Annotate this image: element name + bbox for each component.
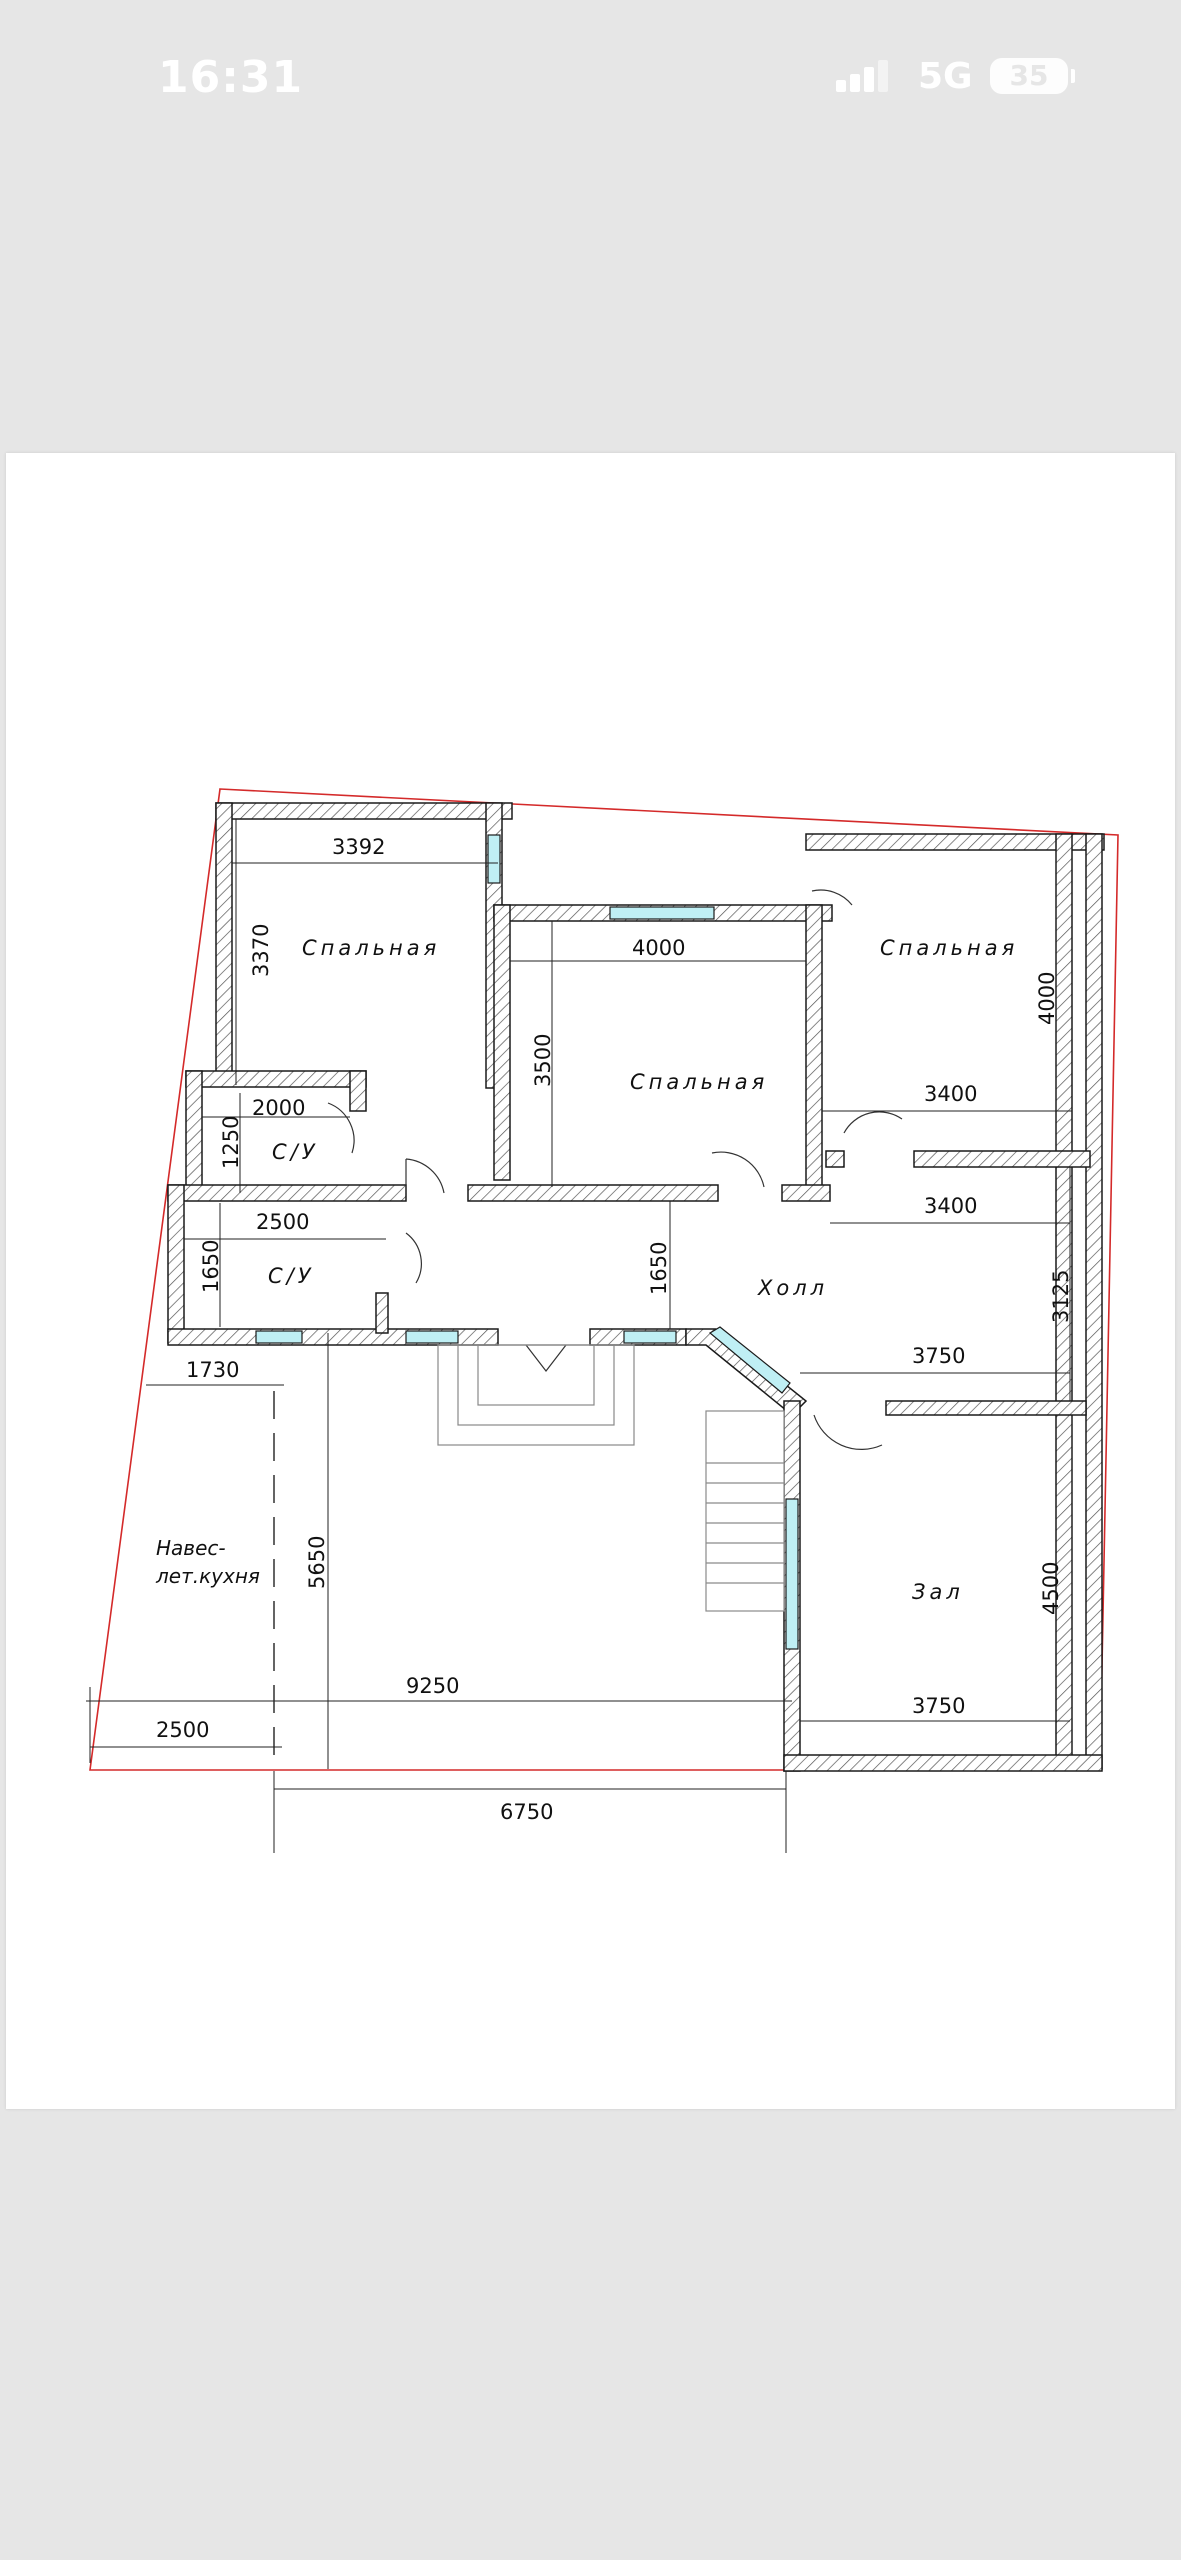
room-label-living-room: Зал: [912, 1580, 964, 1604]
dim-bathroom-bottom-depth: 1650: [199, 1240, 223, 1293]
dim-hall-depth: 3125: [1049, 1270, 1073, 1323]
status-time: 16:31: [158, 52, 304, 103]
canopy-label-line1: Навес-: [156, 1536, 226, 1560]
room-label-bathroom-bottom: С/У: [268, 1264, 315, 1288]
canopy-label-line2: лет.кухня: [155, 1564, 260, 1588]
dim-canopy-depth: 5650: [305, 1536, 329, 1589]
dim-living-room-width-top: 3750: [912, 1344, 965, 1368]
dim-overall-width: 9250: [406, 1674, 459, 1698]
door-swings: [327, 889, 903, 1450]
dim-bedroom-nw-depth: 3370: [249, 924, 273, 977]
dim-terrace-width: 6750: [500, 1800, 553, 1824]
network-type: 5G: [918, 56, 973, 97]
signal-icon: [836, 60, 888, 92]
battery-cap: [1071, 69, 1075, 83]
stairs: [705, 1410, 785, 1612]
dim-living-room-depth: 4500: [1039, 1562, 1063, 1615]
dim-canopy-offset: 1730: [186, 1358, 239, 1382]
room-label-hall: Холл: [757, 1276, 828, 1300]
dimension-lines: [86, 819, 1073, 1853]
floor-plan-drawing: Спальная Спальная Спальная С/У С/У Холл …: [86, 788, 1119, 1853]
floor-plan-sheet[interactable]: Спальная Спальная Спальная С/У С/У Холл …: [6, 453, 1175, 2109]
dim-bedroom-ne-depth: 4000: [1035, 972, 1059, 1025]
dim-bedroom-nw-width: 3392: [332, 835, 385, 859]
dim-bedroom-center-depth: 3500: [531, 1034, 555, 1087]
room-label-bathroom-top: С/У: [272, 1140, 319, 1164]
dim-bedroom-ne-width: 3400: [924, 1082, 977, 1106]
dim-canopy-width: 2500: [156, 1718, 209, 1742]
dim-bathroom-bottom-width: 2500: [256, 1210, 309, 1234]
dim-bathroom-top-depth: 1250: [219, 1116, 243, 1169]
battery-percent: 35: [1009, 59, 1049, 92]
battery-icon: 35: [990, 58, 1068, 94]
status-bar: 16:31 5G 35: [0, 0, 1181, 160]
room-label-bedroom-center: Спальная: [630, 1070, 768, 1094]
dim-hall-entry-depth: 1650: [647, 1242, 671, 1295]
dim-bathroom-top-width: 2000: [252, 1096, 305, 1120]
dim-bedroom-center-width: 4000: [632, 936, 685, 960]
entrance-porch: [437, 1344, 635, 1446]
walls: [167, 802, 1105, 1772]
windows: [255, 834, 799, 1650]
dim-living-room-width-bottom: 3750: [912, 1694, 965, 1718]
dim-hall-width: 3400: [924, 1194, 977, 1218]
room-label-bedroom-ne: Спальная: [880, 936, 1018, 960]
room-label-bedroom-nw: Спальная: [302, 936, 440, 960]
